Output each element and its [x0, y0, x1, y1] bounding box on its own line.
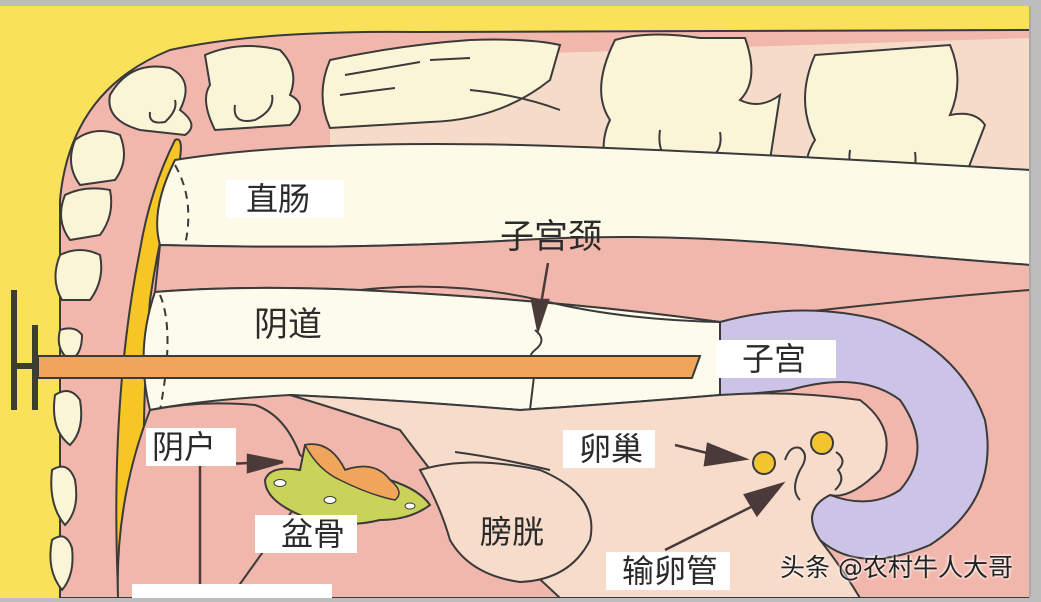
label-vulva: 阴户 [146, 428, 237, 466]
label-pelvis: 盆骨 [255, 515, 358, 553]
watermark: 头条 @农村牛人大哥 [780, 553, 1013, 582]
label-vagina: 阴道 [254, 305, 322, 345]
ovary-left [752, 451, 776, 475]
label-uterus: 子宫 [716, 340, 837, 378]
label-oviduct: 输卵管 [606, 552, 731, 590]
label-bladder: 膀胱 [480, 513, 545, 551]
inserted-instrument [11, 290, 702, 410]
label-rectum: 直肠 [226, 180, 345, 218]
label-ovary: 卵巢 [563, 430, 656, 468]
label-cervix: 子宫颈 [500, 217, 602, 257]
bladder [418, 461, 593, 584]
label-cut-off [132, 584, 332, 598]
ovary-right [810, 431, 834, 455]
